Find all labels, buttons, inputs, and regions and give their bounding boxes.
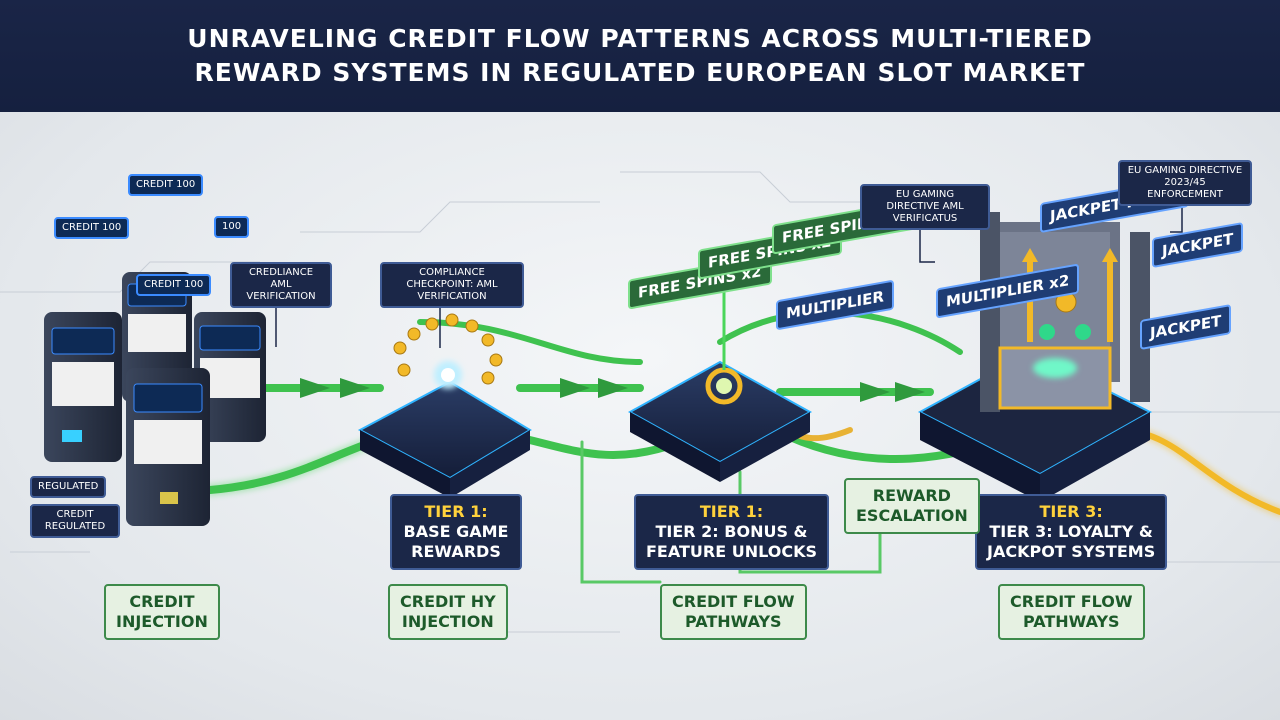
credit-hy-injection-label: CREDIT HY INJECTION	[388, 584, 508, 640]
credit-injection-label: CREDIT INJECTION	[104, 584, 220, 640]
tier2-body-line1: TIER 2: BONUS &	[655, 522, 808, 541]
title-line-2: REWARD SYSTEMS IN REGULATED EUROPEAN SLO…	[194, 58, 1086, 87]
tier2-body-line2: FEATURE UNLOCKS	[646, 542, 817, 561]
tier3-heading: TIER 3:	[1039, 502, 1103, 521]
eu-directive-aml-text: EU GAMING DIRECTIVE AML VERIFICATUS	[886, 189, 964, 224]
reward-escalation-line1: REWARD	[872, 486, 951, 505]
diagram-canvas: FREE SPINS x2 FREE SPINS x2 FREE SPINS x…	[0, 112, 1280, 720]
tier3-label: TIER 3: TIER 3: LOYALTY & JACKPOT SYSTEM…	[975, 494, 1168, 570]
compliance-checkpoint-text: COMPLIANCE CHECKPOINT: AML VERIFICATION	[406, 267, 498, 302]
reward-escalation-line2: ESCALATION	[856, 506, 968, 525]
compliance-aml-left-callout: CREDLIANCE AML VERIFICATION	[230, 262, 332, 308]
slot-display-2: CREDIT 100	[128, 174, 204, 196]
tier1-label: TIER 1: BASE GAME REWARDS	[390, 494, 522, 570]
credit-hy-line2: INJECTION	[401, 612, 494, 631]
slot-display-3-text: 100	[222, 221, 242, 232]
flow-pathways-2-line2: PATHWAYS	[1022, 612, 1120, 631]
flow-pathways-1-line2: PATHWAYS	[684, 612, 782, 631]
credit-flow-pathways-label-2: CREDIT FLOW PATHWAYS	[998, 584, 1145, 640]
flow-diagram	[0, 171, 1280, 633]
credit-regulated-callout: CREDIT REGULATED	[30, 504, 120, 538]
eu-directive-enforcement-callout: EU GAMING DIRECTIVE 2023/45 ENFORCEMENT	[1118, 160, 1252, 206]
credit-hy-line1: CREDIT HY	[400, 592, 496, 611]
tier3-body-line2: JACKPOT SYSTEMS	[987, 542, 1156, 561]
slot-machine-4	[126, 368, 210, 526]
tier2-platform	[627, 292, 813, 482]
eu-directive-enforcement-text: EU GAMING DIRECTIVE 2023/45 ENFORCEMENT	[1127, 165, 1243, 200]
credit-injection-line1: CREDIT	[129, 592, 195, 611]
tier2-label: TIER 1: TIER 2: BONUS & FEATURE UNLOCKS	[634, 494, 829, 570]
eu-directive-aml-callout: EU GAMING DIRECTIVE AML VERIFICATUS	[860, 184, 990, 230]
tier3-body-line1: TIER 3: LOYALTY &	[989, 522, 1153, 541]
tier3-vault	[917, 212, 1153, 502]
regulated-callout: REGULATED	[30, 476, 107, 498]
flow-arrows	[300, 378, 925, 402]
tier2-heading: TIER 1:	[699, 502, 764, 521]
slot-machine-1	[44, 312, 122, 462]
title-line-1: UNRAVELING CREDIT FLOW PATTERNS ACROSS M…	[187, 24, 1093, 53]
slot-display-3: 100	[214, 216, 250, 238]
credit-flow-pipes	[204, 309, 1034, 584]
slot-display-1: CREDIT 100	[54, 217, 130, 239]
compliance-checkpoint-callout: COMPLIANCE CHECKPOINT: AML VERIFICATION	[380, 262, 524, 308]
slot-display-2-text: CREDIT 100	[136, 179, 196, 190]
credit-flow-pathways-label-1: CREDIT FLOW PATHWAYS	[660, 584, 807, 640]
flow-pathways-1-line1: CREDIT FLOW	[672, 592, 795, 611]
flow-pathways-2-line1: CREDIT FLOW	[1010, 592, 1133, 611]
slot-display-1-text: CREDIT 100	[62, 222, 122, 233]
regulated-text: REGULATED	[38, 481, 99, 492]
credit-injection-line2: INJECTION	[116, 612, 208, 631]
title-banner: UNRAVELING CREDIT FLOW PATTERNS ACROSS M…	[0, 0, 1280, 112]
slot-display-4: CREDIT 100	[136, 274, 212, 296]
compliance-aml-left-text: CREDLIANCE AML VERIFICATION	[246, 267, 316, 302]
reward-escalation-label: REWARD ESCALATION	[844, 478, 980, 534]
tier1-platform	[357, 361, 532, 498]
tier1-coins	[393, 313, 503, 385]
tier1-heading: TIER 1:	[424, 502, 488, 521]
tier1-body: BASE GAME REWARDS	[403, 522, 509, 561]
slot-display-4-text: CREDIT 100	[144, 279, 204, 290]
credit-regulated-text: CREDIT REGULATED	[44, 509, 106, 532]
